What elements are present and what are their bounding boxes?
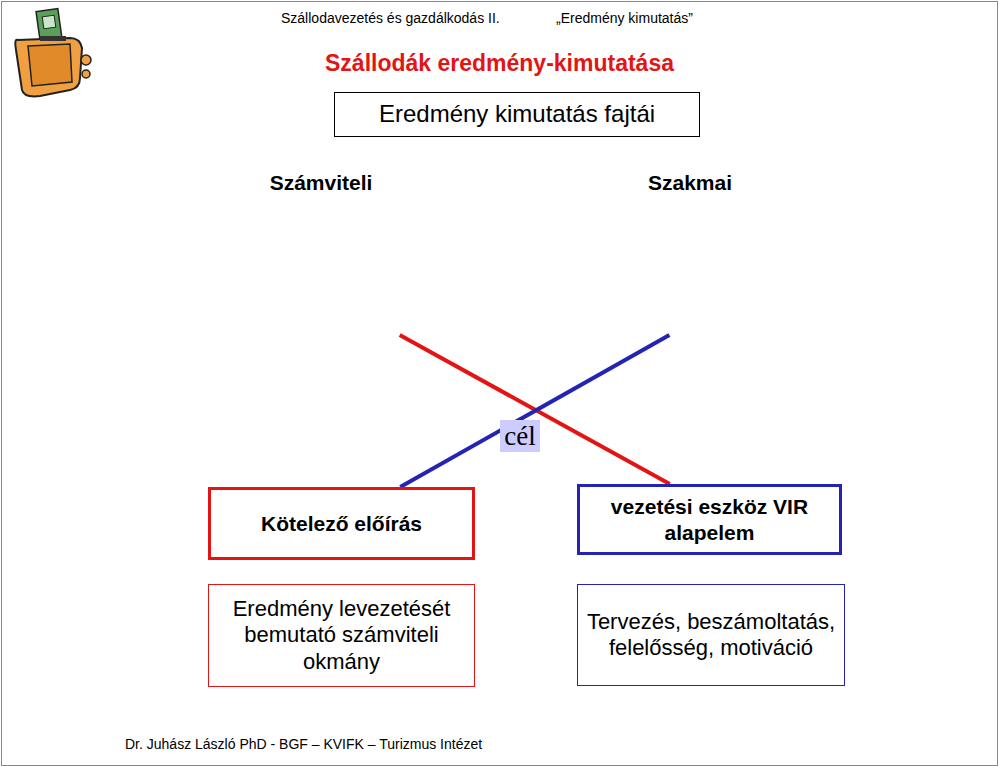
management-desc-box: Tervezés, beszámoltatás, felelősség, mot… — [577, 584, 845, 686]
arrow-inner — [231, 153, 437, 332]
arrow-inner — [601, 153, 805, 332]
box-label: Eredmény kimutatás fajtái — [379, 100, 655, 129]
management-box: vezetési eszköz VIR alapelem — [577, 484, 842, 555]
arrow-label: Szakmai — [602, 170, 778, 195]
arrow-outer — [231, 153, 437, 332]
cross-line — [400, 335, 669, 487]
money-box-icon — [15, 9, 91, 97]
category-box: Eredmény kimutatás fajtái — [334, 92, 700, 137]
arrow-outer — [601, 153, 805, 332]
accounting-desc-box: Eredmény levezetését bemutató számviteli… — [208, 584, 475, 687]
box-label: Tervezés, beszámoltatás, felelősség, mot… — [586, 609, 836, 662]
banner-label-patch: cél — [500, 420, 539, 452]
banner-label: cél — [250, 420, 790, 452]
banner-fold — [390, 364, 422, 378]
slide-title: Szállodák eredmény-kimutatása — [0, 50, 999, 77]
goal-banner: cél — [250, 340, 790, 470]
box-label: vezetési eszköz VIR alapelem — [588, 494, 831, 544]
banner-right-tail — [670, 342, 788, 450]
box-label: Eredmény levezetését bemutató számviteli… — [217, 596, 466, 675]
box-label: Kötelező előírás — [261, 511, 422, 536]
banner-front — [390, 364, 670, 470]
banner-fold — [605, 354, 670, 364]
professional-arrow: Szakmai — [598, 150, 808, 335]
header-course: Szállodavezetés és gazdálkodás II. — [281, 10, 500, 26]
banner-left-tail — [252, 342, 390, 455]
footer-author: Dr. Juhász László PhD - BGF – KVIFK – Tu… — [125, 736, 482, 752]
header-topic: „Eredmény kimutatás” — [556, 10, 693, 26]
accounting-arrow: Számviteli — [228, 150, 440, 335]
mandatory-box: Kötelező előírás — [208, 487, 475, 560]
arrow-label: Számviteli — [232, 170, 410, 195]
